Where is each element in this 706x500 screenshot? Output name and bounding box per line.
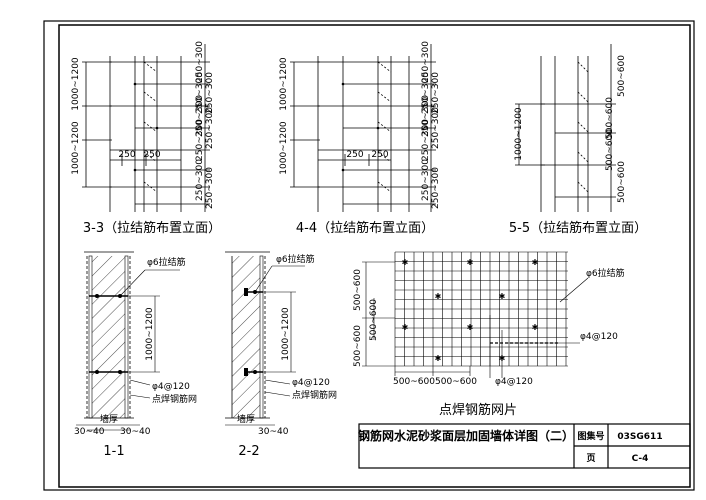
label-2-2-mesh: φ4@120 bbox=[292, 378, 330, 388]
dims-3-3-right: 250~300 250~300 250~300 250~300 250~300 … bbox=[195, 41, 215, 209]
title-block-page-label: 页 bbox=[586, 453, 595, 464]
tie-point-mark: ✱ bbox=[499, 292, 506, 301]
svg-text:250~300: 250~300 bbox=[421, 95, 431, 137]
svg-text:250~300: 250~300 bbox=[195, 41, 205, 83]
svg-text:250~300: 250~300 bbox=[421, 41, 431, 83]
dim-1-1-height: 1000~1200 bbox=[145, 307, 155, 361]
svg-text:250~300: 250~300 bbox=[195, 72, 205, 114]
label-mesh-mesh-bottom: φ4@120 bbox=[495, 377, 533, 387]
welded-mesh-dimensions bbox=[362, 261, 589, 378]
label-mesh-mesh: φ4@120 bbox=[580, 332, 618, 342]
dim-mesh-bottom-b: 500~600 bbox=[435, 377, 477, 387]
elevation-4-4-marks bbox=[341, 82, 380, 172]
dim-2-2-right: 30~40 bbox=[258, 427, 289, 437]
title-block-title: 钢筋网水泥砂浆面层加固墙体详图（二） bbox=[358, 428, 574, 443]
title-block bbox=[358, 423, 691, 469]
dim-3-3-height-lower: 1000~1200 bbox=[71, 121, 81, 175]
dim-mesh-bottom-a: 500~600 bbox=[393, 377, 435, 387]
svg-text:250~300: 250~300 bbox=[195, 159, 205, 201]
dim-4-4-spacing-b: 250 bbox=[371, 150, 388, 160]
svg-text:250~300: 250~300 bbox=[421, 72, 431, 114]
caption-5-5: 5-5（拉结筋布置立面） bbox=[509, 220, 647, 236]
dim-1-1-left: 30~40 bbox=[74, 427, 105, 437]
inner-frame bbox=[58, 24, 691, 488]
dim-1-1-right: 30~40 bbox=[120, 427, 151, 437]
dim-2-2-height: 1000~1200 bbox=[281, 307, 291, 361]
tie-point-mark: ✱ bbox=[532, 258, 539, 267]
dim-mesh-left-middle: 500~600 bbox=[369, 299, 379, 341]
dim-mesh-left-upper: 500~600 bbox=[353, 269, 363, 311]
caption-2-2: 2-2 bbox=[238, 444, 259, 459]
caption-3-3: 3-3（拉结筋布置立面） bbox=[83, 220, 221, 236]
svg-text:250~300: 250~300 bbox=[431, 107, 441, 149]
elevation-4-4 bbox=[290, 44, 436, 212]
dim-3-3-spacing-a: 250 bbox=[118, 150, 135, 160]
svg-text:250~300: 250~300 bbox=[431, 167, 441, 209]
svg-text:250~300: 250~300 bbox=[421, 159, 431, 201]
svg-text:250~300: 250~300 bbox=[195, 95, 205, 137]
svg-text:500~600: 500~600 bbox=[617, 161, 627, 203]
dims-5-5-right: 500~600 500~600 500~600 500~600 bbox=[605, 55, 627, 203]
dim-mesh-left-lower: 500~600 bbox=[353, 325, 363, 367]
section-2-2 bbox=[225, 251, 305, 426]
welded-mesh-grid: ✱✱✱✱✱✱✱✱✱✱ bbox=[394, 251, 568, 367]
title-block-atlas-label: 图集号 bbox=[577, 430, 604, 442]
section-1-1 bbox=[76, 251, 180, 431]
dim-4-4-height-lower: 1000~1200 bbox=[279, 121, 289, 175]
caption-welded-mesh: 点焊钢筋网片 bbox=[439, 402, 517, 418]
tie-point-mark: ✱ bbox=[467, 258, 474, 267]
dim-3-3-spacing-b: 250 bbox=[143, 150, 160, 160]
dims-4-4-right: 250~300 250~300 250~300 250~300 250~300 … bbox=[421, 41, 441, 209]
title-block-atlas-no: 03SG611 bbox=[617, 432, 662, 442]
svg-text:500~600: 500~600 bbox=[605, 97, 615, 139]
dim-5-5-height: 1000~1200 bbox=[514, 107, 524, 161]
outer-frame bbox=[43, 20, 695, 491]
svg-text:250~300: 250~300 bbox=[205, 72, 215, 114]
svg-text:500~600: 500~600 bbox=[605, 129, 615, 171]
label-2-2-weld: 点焊钢筋网 bbox=[292, 389, 337, 401]
dim-3-3-height-upper: 1000~1200 bbox=[71, 57, 81, 111]
title-block-page-no: C-4 bbox=[632, 454, 649, 464]
label-2-2-rebar: φ6拉结筋 bbox=[276, 253, 315, 265]
label-1-1-mesh: φ4@120 bbox=[152, 382, 190, 392]
label-2-2-wall: 墙厚 bbox=[237, 413, 255, 425]
svg-text:250~300: 250~300 bbox=[195, 119, 205, 161]
elevation-5-5 bbox=[515, 44, 616, 212]
svg-text:250~300: 250~300 bbox=[205, 167, 215, 209]
elevation-3-3 bbox=[82, 44, 210, 212]
dim-4-4-spacing-a: 250 bbox=[346, 150, 363, 160]
label-1-1-rebar: φ6拉结筋 bbox=[147, 256, 186, 268]
label-1-1-weld: 点焊钢筋网 bbox=[152, 393, 197, 405]
tie-point-mark: ✱ bbox=[435, 354, 442, 363]
caption-1-1: 1-1 bbox=[103, 444, 124, 459]
tie-point-mark: ✱ bbox=[402, 323, 409, 332]
tie-point-mark: ✱ bbox=[435, 292, 442, 301]
svg-text:250~300: 250~300 bbox=[421, 119, 431, 161]
svg-text:250~300: 250~300 bbox=[205, 107, 215, 149]
caption-4-4: 4-4（拉结筋布置立面） bbox=[296, 220, 434, 236]
tie-point-mark: ✱ bbox=[532, 323, 539, 332]
label-mesh-tie: φ6拉结筋 bbox=[586, 267, 625, 279]
tie-point-mark: ✱ bbox=[467, 323, 474, 332]
elevation-3-3-marks bbox=[133, 82, 159, 172]
svg-text:500~600: 500~600 bbox=[617, 55, 627, 97]
svg-text:250~300: 250~300 bbox=[431, 72, 441, 114]
dim-4-4-height-upper: 1000~1200 bbox=[279, 57, 289, 111]
label-1-1-wall: 墙厚 bbox=[100, 413, 118, 425]
tie-point-mark: ✱ bbox=[402, 258, 409, 267]
